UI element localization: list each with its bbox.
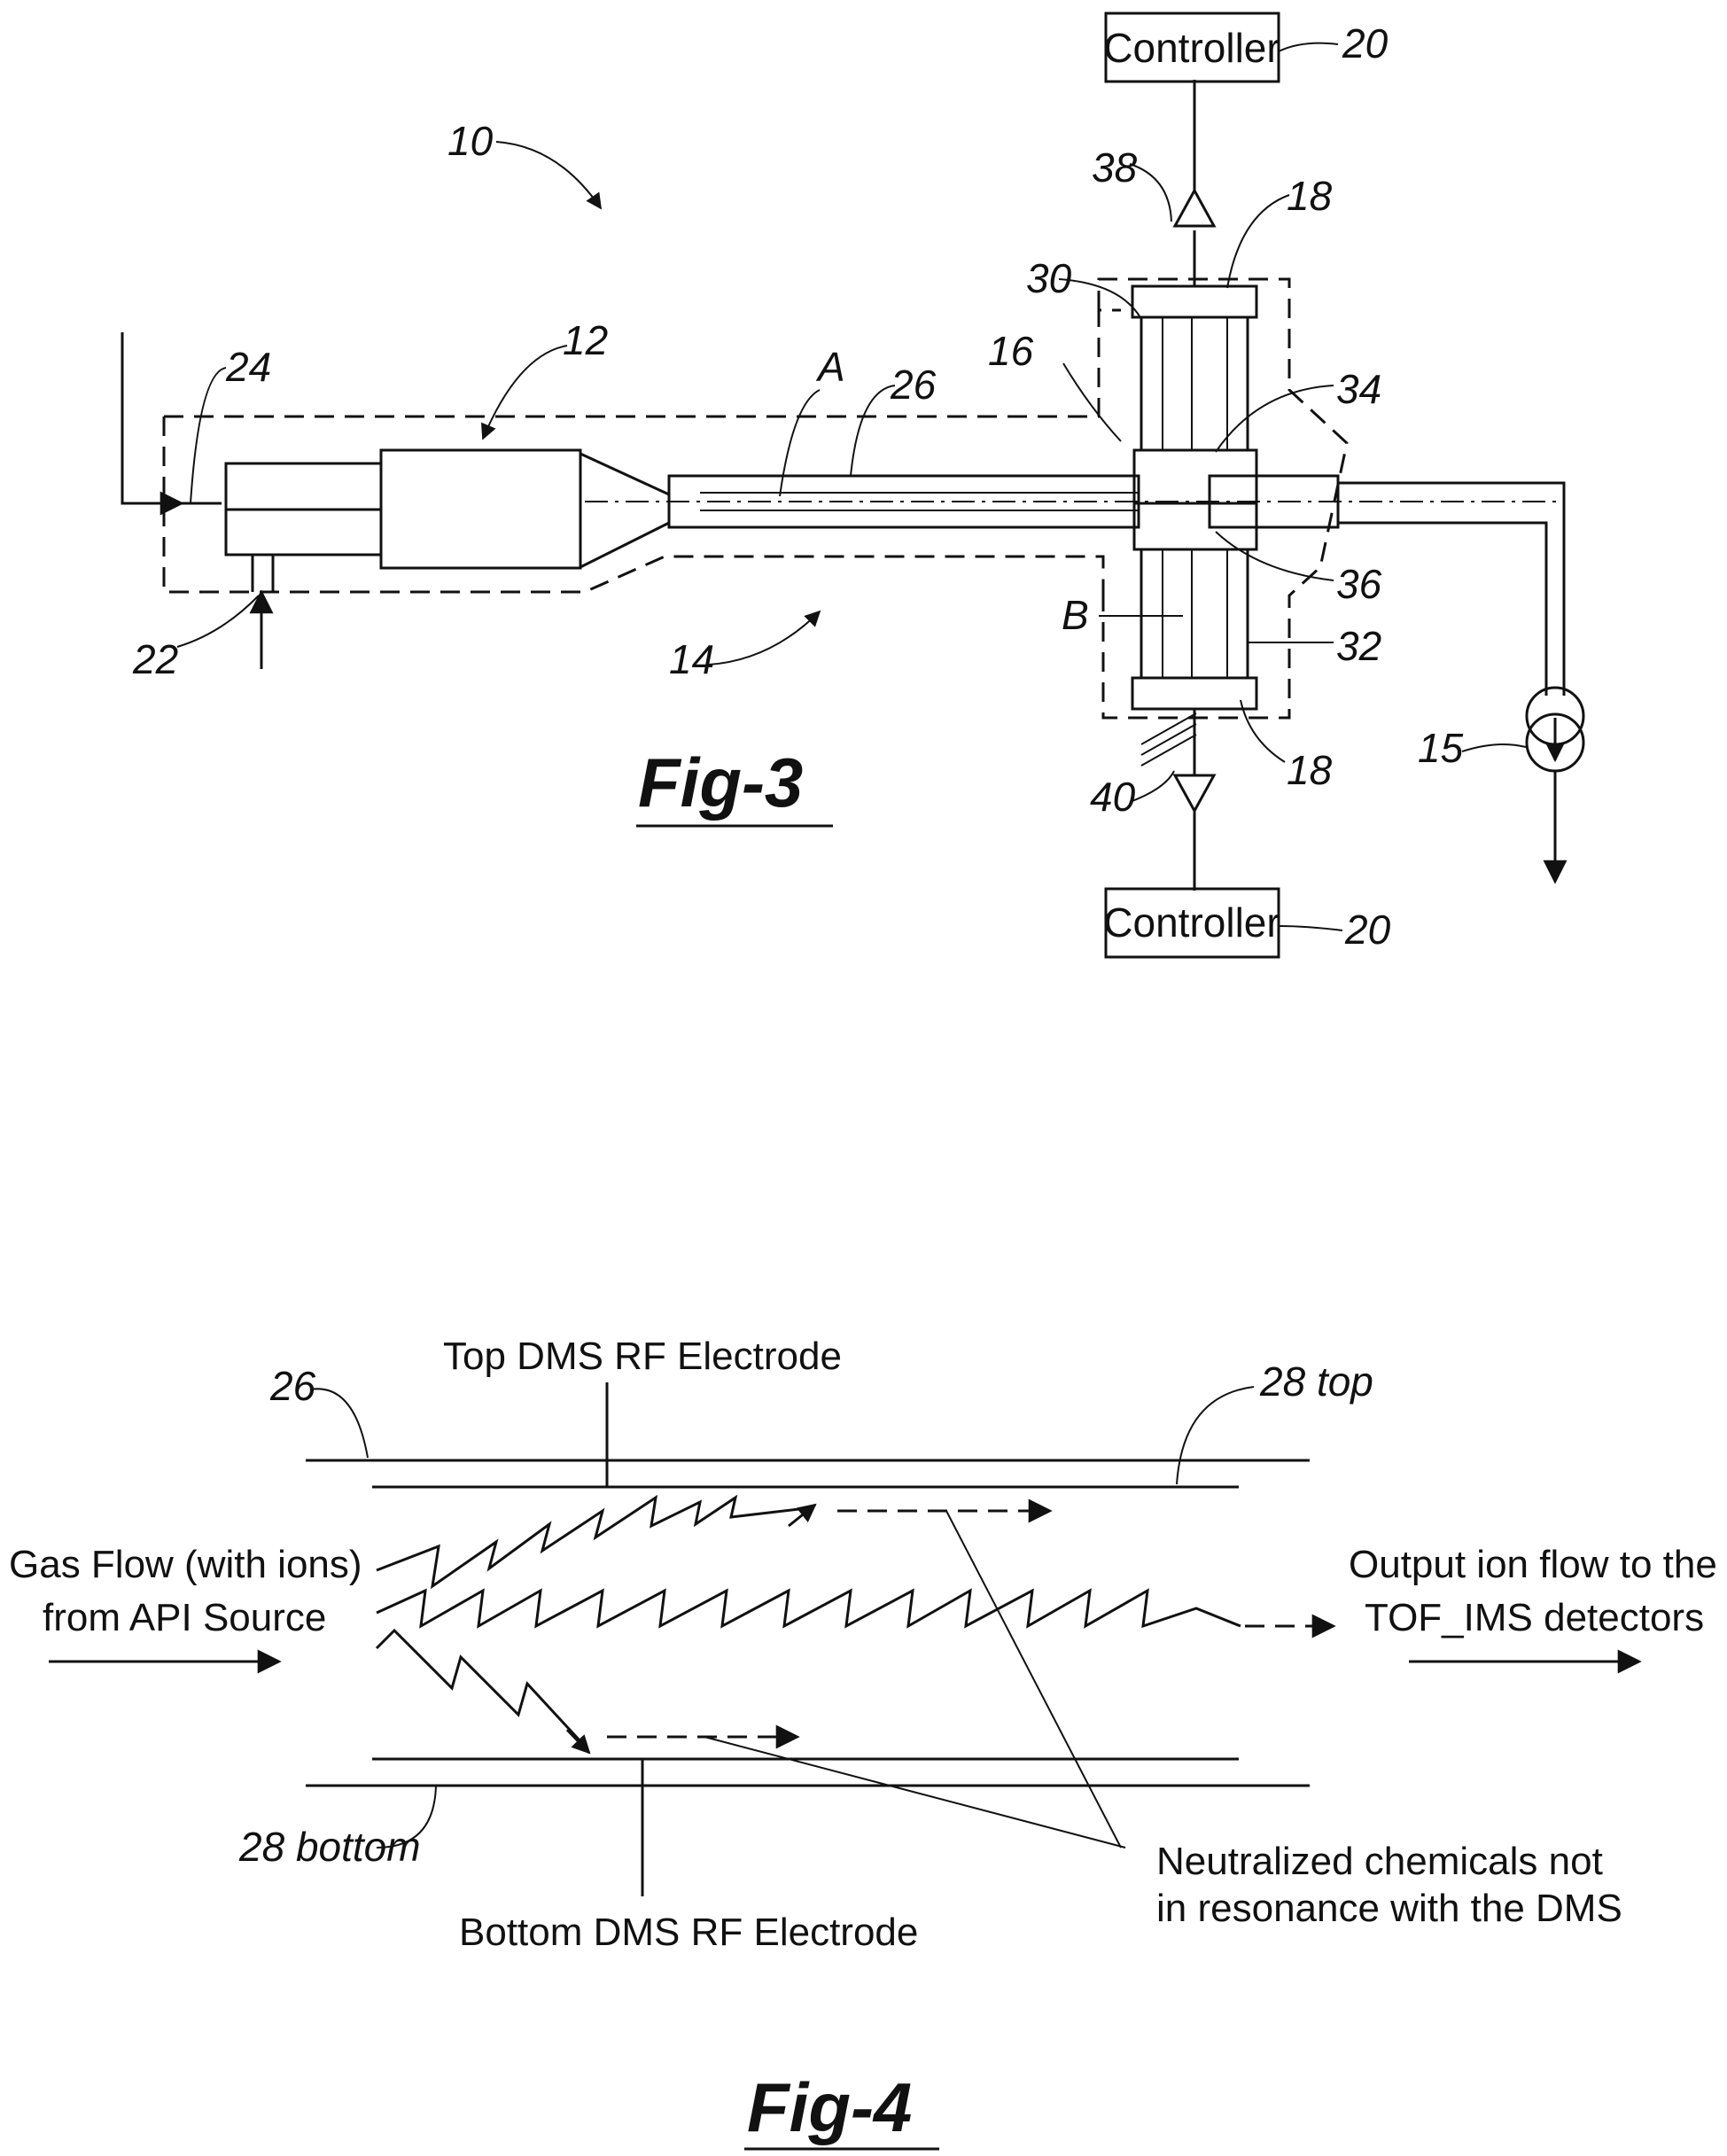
lower-plate-32	[1141, 549, 1248, 678]
leader-28top	[1177, 1387, 1254, 1484]
leader-20b	[1279, 926, 1342, 930]
ref-30: 30	[1026, 255, 1072, 301]
leader-12	[483, 346, 567, 439]
leader-36	[1216, 532, 1334, 580]
output-flow-label-2: TOF_IMS detectors	[1365, 1596, 1704, 1639]
leader-15	[1462, 744, 1526, 751]
trajectory-middle-ion	[377, 1591, 1241, 1626]
ref-20a: 20	[1342, 20, 1389, 66]
ref-15: 15	[1418, 725, 1464, 771]
controller-bottom-label: Controller	[1103, 899, 1280, 946]
housing-14-dashed	[164, 310, 1121, 595]
neutralized-label-2: in resonance with the DMS	[1156, 1887, 1622, 1930]
ref-36: 36	[1336, 561, 1382, 607]
leader-26-fig4	[310, 1389, 368, 1458]
ref-28bottom: 28 bottom	[238, 1824, 421, 1870]
ref-22: 22	[132, 636, 178, 682]
trajectory-upper-ion	[377, 1498, 806, 1586]
ref-26-fig4: 26	[269, 1363, 316, 1409]
fig-4-title: Fig-4	[747, 2068, 912, 2146]
ionizer-cone	[580, 454, 669, 567]
neutralized-label-1: Neutralized chemicals not	[1156, 1840, 1603, 1883]
ionizer-body-12	[381, 450, 580, 568]
ref-26: 26	[890, 362, 937, 408]
ref-32: 32	[1336, 623, 1381, 669]
ref-A: A	[815, 344, 845, 390]
leader-14	[709, 611, 820, 665]
column-16-dashed	[1099, 279, 1347, 718]
ref-40: 40	[1090, 774, 1136, 820]
gas-flow-label-2: from API Source	[43, 1596, 326, 1639]
ref-38: 38	[1092, 144, 1138, 191]
output-flow-label-1: Output ion flow to the	[1349, 1543, 1717, 1586]
ref-16: 16	[988, 328, 1034, 374]
ref-12: 12	[563, 317, 608, 363]
top-electrode-block-18	[1132, 286, 1256, 317]
ref-20b: 20	[1344, 907, 1391, 953]
leader-18a	[1227, 195, 1289, 288]
trajectory-lower-arrowhead	[567, 1730, 589, 1753]
ref-10: 10	[447, 118, 494, 164]
leader-20a	[1279, 43, 1338, 51]
top-electrode-label: Top DMS RF Electrode	[443, 1335, 842, 1378]
ref-B: B	[1062, 592, 1089, 638]
leader-34	[1216, 385, 1334, 452]
leader-10	[496, 142, 601, 208]
amplifier-38	[1175, 191, 1214, 226]
figure-4: Top DMS RF Electrode Bottom DMS RF Elect…	[9, 1335, 1717, 2149]
gas-flow-label-1: Gas Flow (with ions)	[9, 1543, 362, 1586]
bottom-electrode-label: Bottom DMS RF Electrode	[459, 1911, 918, 1954]
leader-16	[1063, 363, 1121, 441]
fig-3-title: Fig-3	[638, 743, 803, 821]
leader-40-hatch	[1141, 713, 1196, 766]
controller-top-label: Controller	[1103, 25, 1280, 71]
upper-plate-30	[1141, 317, 1248, 450]
ref-24: 24	[225, 344, 271, 390]
trajectory-lower-ion	[377, 1631, 580, 1741]
ref-28top: 28 top	[1259, 1358, 1373, 1405]
leader-22	[177, 595, 259, 647]
figure-3: Controller Controller	[122, 13, 1583, 957]
leader-40	[1130, 771, 1174, 802]
leader-26	[851, 385, 895, 476]
neutral-leader-1	[946, 1511, 1121, 1848]
neutral-leader-2	[704, 1737, 1125, 1848]
ref-18a: 18	[1287, 173, 1333, 219]
ref-34: 34	[1336, 366, 1381, 412]
ref-14: 14	[669, 636, 714, 682]
leader-24	[191, 368, 226, 503]
leader-A	[780, 390, 820, 496]
bottom-electrode-block-18	[1132, 678, 1256, 709]
ref-18b: 18	[1287, 747, 1333, 793]
amplifier-40	[1175, 775, 1214, 811]
